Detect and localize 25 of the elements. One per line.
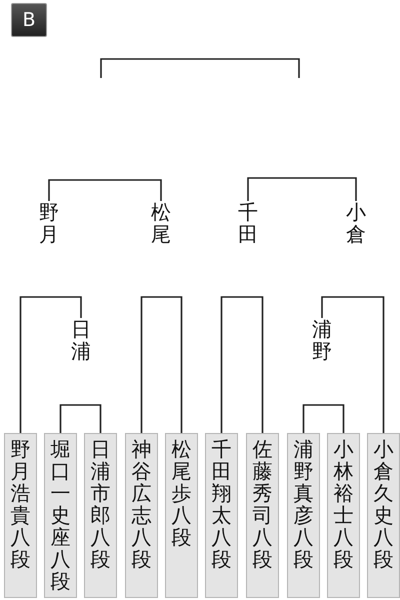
bracket-line [220, 296, 264, 433]
name-card: 小林裕士八段 [327, 433, 360, 598]
name-card: 堀口一史座八段 [44, 433, 77, 598]
bracket-line [60, 404, 102, 433]
winner-name: 野月 [38, 201, 60, 247]
name-card: 野月浩貴八段 [4, 433, 37, 598]
winner-name: 千田 [237, 201, 259, 247]
name-card: 浦野真彦八段 [287, 433, 320, 598]
bracket-line [20, 296, 82, 433]
name-card: 神谷広志八段 [125, 433, 158, 598]
winner-name: 小倉 [345, 201, 367, 247]
name-card: 松尾歩八段 [165, 433, 198, 598]
bracket-line [247, 177, 357, 201]
name-card: 佐藤秀司八段 [246, 433, 279, 598]
winner-name: 日浦 [70, 318, 92, 364]
name-card: 小倉久史八段 [367, 433, 400, 598]
name-card: 千田翔太八段 [205, 433, 238, 598]
letter-badge: B [11, 3, 47, 37]
winner-name: 浦野 [311, 318, 333, 364]
bracket-line [302, 404, 344, 433]
name-card: 日浦市郎八段 [84, 433, 117, 598]
bracket-line [140, 296, 182, 433]
winner-name: 松尾 [150, 201, 172, 247]
bracket-line [321, 296, 384, 433]
bracket-line [48, 179, 162, 201]
